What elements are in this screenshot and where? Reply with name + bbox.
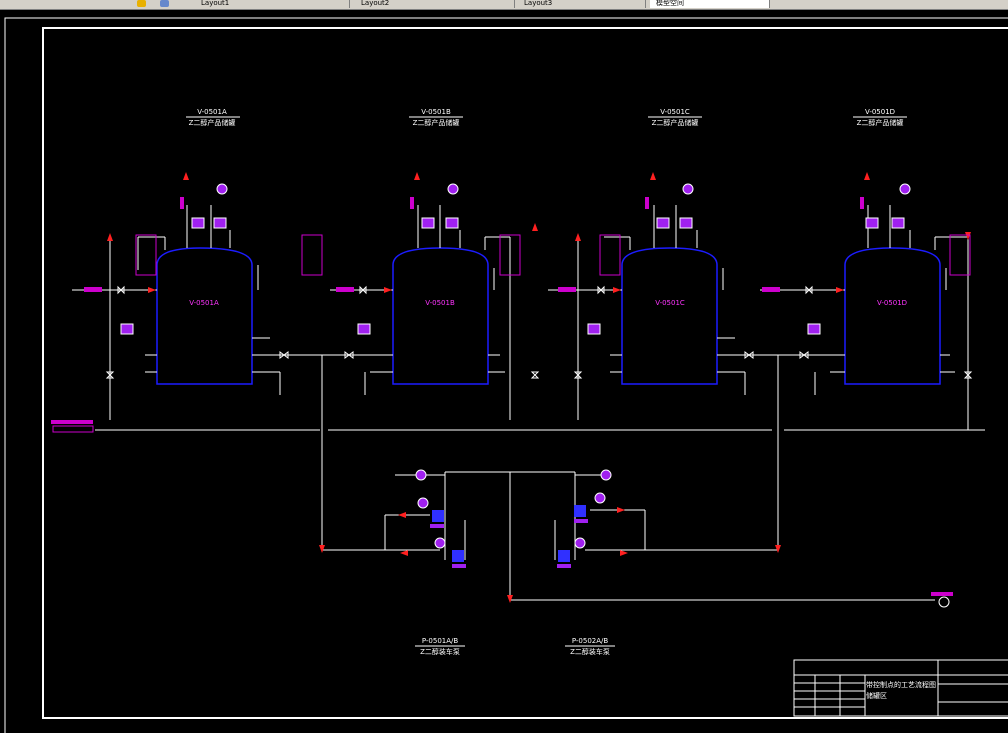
title-block-line2: 储罐区 [866,691,887,700]
vessel-desc-c: Z二醇产品储罐 [652,118,699,127]
pump-tag-2: P-0502A/B [572,637,609,645]
cursor-icon[interactable] [137,0,146,7]
flags [51,197,953,596]
vessel-d[interactable]: V-0501D [844,247,941,385]
vessel-label-d: V-0501D [877,299,907,307]
cad-toolbar: Layout1 Layout2 Layout3 模型空间 [0,0,1008,10]
vessel-b[interactable]: V-0501B [392,247,489,385]
flow-arrows [107,172,971,603]
vessel-tag-b: V-0501B [421,108,451,116]
vessel-desc-b: Z二醇产品储罐 [413,118,460,127]
pumps[interactable] [432,505,586,562]
model-space-field[interactable]: 模型空间 [650,0,770,8]
vessel-titles: V-0501A Z二醇产品储罐 V-0501B Z二醇产品储罐 V-0501C … [189,108,904,127]
vessel-label-a: V-0501A [189,299,219,307]
title-block-line1: 带控制点的工艺流程图 [866,680,936,689]
process-piping [72,205,985,601]
vessel-a[interactable]: V-0501A [156,247,253,385]
outer-frame [4,17,1008,733]
truck-loading-connector [938,596,950,608]
pump-desc-1: Z二醇装车泵 [420,647,460,656]
pid-drawing[interactable]: V-0501A Z二醇产品储罐 V-0501B Z二醇产品储罐 V-0501C … [0,10,1008,733]
layout-tab-3[interactable]: Layout3 [518,0,646,8]
drawing-frame [42,27,1008,719]
vessel-tag-c: V-0501C [660,108,690,116]
vessel-tag-d: V-0501D [865,108,895,116]
pump-desc-2: Z二醇装车泵 [570,647,610,656]
instruments [120,183,911,549]
pump-titles: P-0501A/B Z二醇装车泵 P-0502A/B Z二醇装车泵 [420,637,610,656]
level-gauges [257,265,947,290]
pump-tag-1: P-0501A/B [422,637,459,645]
vessel-c[interactable]: V-0501C [621,247,718,385]
vessel-tag-a: V-0501A [197,108,227,116]
vessel-label-b: V-0501B [425,299,455,307]
cube-icon[interactable] [160,0,169,7]
vessel-desc-d: Z二醇产品储罐 [857,118,904,127]
vessel-label-c: V-0501C [655,299,685,307]
valves [105,285,973,379]
layout-tab-2[interactable]: Layout2 [355,0,515,8]
vessel-desc-a: Z二醇产品储罐 [189,118,236,127]
layout-tab-1[interactable]: Layout1 [195,0,350,8]
title-block [793,659,1008,717]
